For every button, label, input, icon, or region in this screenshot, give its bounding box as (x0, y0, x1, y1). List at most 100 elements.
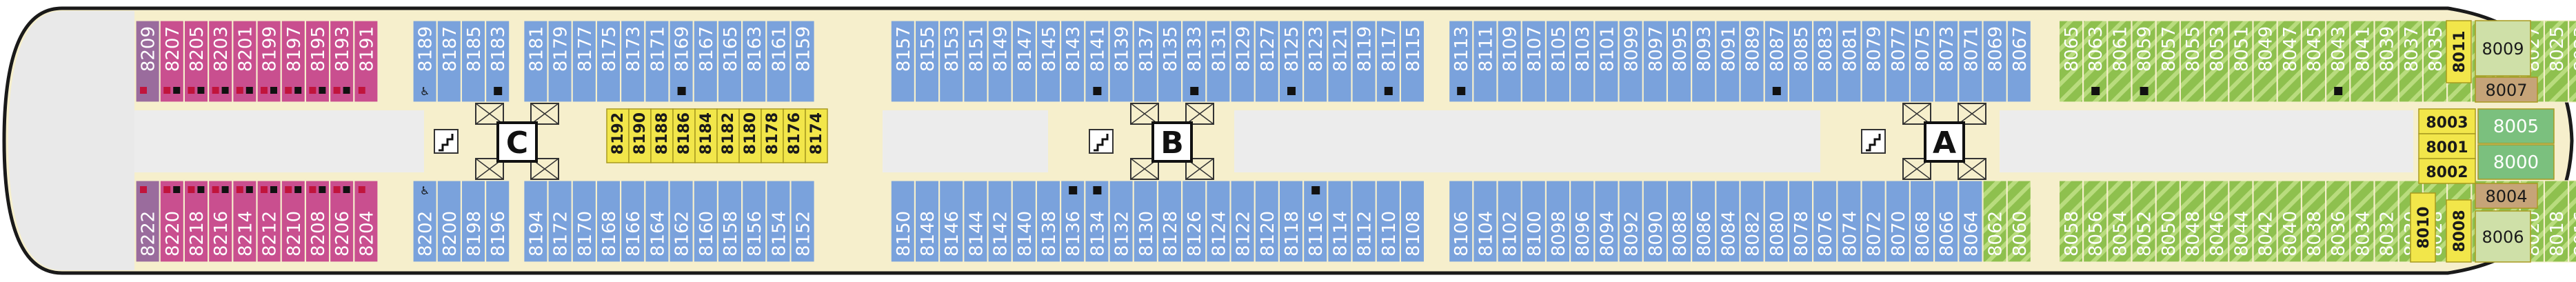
bottom-cabin-8036[interactable]: 8036 (2326, 180, 2351, 263)
top-cabin-8169[interactable]: 8169 (669, 20, 694, 103)
bottom-cabin-8058[interactable]: 8058 (2058, 180, 2084, 263)
bottom-cabin-8070[interactable]: 8070 (1885, 180, 1910, 263)
top-cabin-8141[interactable]: 8141 (1085, 20, 1109, 103)
bottom-cabin-8168[interactable]: 8168 (596, 180, 621, 263)
top-cabin-8079[interactable]: 8079 (1861, 20, 1886, 103)
top-cabin-8097[interactable]: 8097 (1642, 20, 1667, 103)
top-cabin-8095[interactable]: 8095 (1667, 20, 1692, 103)
bottom-cabin-8062[interactable]: 8062 (1982, 180, 2007, 263)
bottom-cabin-8206[interactable]: 8206 (330, 180, 354, 263)
top-cabin-8057[interactable]: 8057 (2155, 20, 2180, 103)
bottom-cabin-8074[interactable]: 8074 (1837, 180, 1862, 263)
bottom-cabin-8106[interactable]: 8106 (1449, 180, 1473, 263)
bottom-cabin-8152[interactable]: 8152 (790, 180, 815, 263)
bottom-cabin-8098[interactable]: 8098 (1545, 180, 1571, 263)
bottom-cabin-8202[interactable]: 8202♿ (412, 180, 437, 263)
bottom-cabin-8204[interactable]: 8204 (354, 180, 379, 263)
bottom-cabin-8212[interactable]: 8212 (256, 180, 281, 263)
bottom-cabin-8144[interactable]: 8144 (963, 180, 988, 263)
bottom-cabin-8124[interactable]: 8124 (1206, 180, 1231, 263)
bottom-cabin-8044[interactable]: 8044 (2228, 180, 2253, 263)
top-cabin-8035[interactable]: 8035 (2422, 20, 2448, 103)
bottom-cabin-8038[interactable]: 8038 (2301, 180, 2326, 263)
bottom-cabin-8120[interactable]: 8120 (1254, 180, 1279, 263)
bottom-cabin-8114[interactable]: 8114 (1327, 180, 1352, 263)
top-cabin-8107[interactable]: 8107 (1521, 20, 1546, 103)
top-cabin-8115[interactable]: 8115 (1400, 20, 1425, 103)
bottom-cabin-8128[interactable]: 8128 (1157, 180, 1183, 263)
stairwell-A[interactable]: A (1861, 103, 1986, 180)
bottom-cabin-8032[interactable]: 8032 (2374, 180, 2399, 263)
center-cabin-8192[interactable]: 8192 (606, 108, 630, 163)
top-cabin-8071[interactable]: 8071 (1958, 20, 1983, 103)
top-cabin-8077[interactable]: 8077 (1885, 20, 1910, 103)
bottom-cabin-8122[interactable]: 8122 (1230, 180, 1255, 263)
bottom-cabin-8100[interactable]: 8100 (1521, 180, 1546, 263)
top-cabin-8125[interactable]: 8125 (1278, 20, 1304, 103)
top-cabin-8131[interactable]: 8131 (1206, 20, 1231, 103)
bottom-cabin-8210[interactable]: 8210 (281, 180, 306, 263)
bottom-cabin-8220[interactable]: 8220 (159, 180, 184, 263)
top-cabin-8151[interactable]: 8151 (963, 20, 988, 103)
top-cabin-8197[interactable]: 8197 (281, 20, 306, 103)
bottom-cabin-8164[interactable]: 8164 (645, 180, 670, 263)
bottom-cabin-8208[interactable]: 8208 (305, 180, 330, 263)
bottom-cabin-8078[interactable]: 8078 (1788, 180, 1813, 263)
bottom-cabin-8218[interactable]: 8218 (183, 180, 209, 263)
top-cabin-8085[interactable]: 8085 (1788, 20, 1813, 103)
top-cabin-8061[interactable]: 8061 (2107, 20, 2132, 103)
top-cabin-8167[interactable]: 8167 (693, 20, 718, 103)
top-cabin-8081[interactable]: 8081 (1837, 20, 1862, 103)
top-cabin-8113[interactable]: 8113 (1449, 20, 1473, 103)
center-cabin-8174[interactable]: 8174 (805, 108, 828, 163)
bow-cabin-8010[interactable]: 8010 (2410, 192, 2436, 263)
stairwell-B[interactable]: B (1089, 103, 1214, 180)
top-cabin-8063[interactable]: 8063 (2083, 20, 2108, 103)
bottom-cabin-8052[interactable]: 8052 (2131, 180, 2156, 263)
bottom-cabin-8096[interactable]: 8096 (1570, 180, 1595, 263)
top-cabin-8149[interactable]: 8149 (987, 20, 1012, 103)
bottom-cabin-8146[interactable]: 8146 (938, 180, 964, 263)
top-cabin-8163[interactable]: 8163 (741, 20, 767, 103)
top-cabin-8023[interactable]: 8023 (2568, 20, 2576, 103)
top-cabin-8067[interactable]: 8067 (2006, 20, 2031, 103)
top-cabin-8049[interactable]: 8049 (2253, 20, 2277, 103)
bottom-cabin-8132[interactable]: 8132 (1109, 180, 1134, 263)
bottom-cabin-8162[interactable]: 8162 (669, 180, 694, 263)
top-cabin-8153[interactable]: 8153 (938, 20, 964, 103)
bottom-cabin-8126[interactable]: 8126 (1181, 180, 1207, 263)
top-cabin-8193[interactable]: 8193 (330, 20, 354, 103)
bottom-cabin-8094[interactable]: 8094 (1594, 180, 1619, 263)
top-cabin-8187[interactable]: 8187 (436, 20, 462, 103)
bottom-cabin-8068[interactable]: 8068 (1909, 180, 1935, 263)
top-cabin-8075[interactable]: 8075 (1909, 20, 1935, 103)
bottom-cabin-8080[interactable]: 8080 (1764, 180, 1789, 263)
top-cabin-8121[interactable]: 8121 (1327, 20, 1352, 103)
center-cabin-8178[interactable]: 8178 (761, 108, 784, 163)
top-cabin-8145[interactable]: 8145 (1036, 20, 1061, 103)
bottom-cabin-8086[interactable]: 8086 (1691, 180, 1716, 263)
bottom-cabin-8160[interactable]: 8160 (693, 180, 718, 263)
bow-cabin-8011[interactable]: 8011 (2446, 20, 2472, 83)
top-cabin-8111[interactable]: 8111 (1473, 20, 1498, 103)
bottom-cabin-8140[interactable]: 8140 (1012, 180, 1036, 263)
bottom-cabin-8016[interactable]: 8016 (2568, 180, 2576, 263)
top-cabin-8091[interactable]: 8091 (1715, 20, 1740, 103)
bottom-cabin-8194[interactable]: 8194 (523, 180, 548, 263)
top-cabin-8127[interactable]: 8127 (1254, 20, 1279, 103)
bottom-cabin-8056[interactable]: 8056 (2083, 180, 2108, 263)
bottom-cabin-8034[interactable]: 8034 (2350, 180, 2375, 263)
top-cabin-8181[interactable]: 8181 (523, 20, 548, 103)
bottom-cabin-8054[interactable]: 8054 (2107, 180, 2132, 263)
bottom-cabin-8112[interactable]: 8112 (1351, 180, 1376, 263)
top-cabin-8083[interactable]: 8083 (1813, 20, 1838, 103)
bow-cabin-8005[interactable]: 8005 (2477, 108, 2555, 144)
top-cabin-8191[interactable]: 8191 (354, 20, 379, 103)
bottom-cabin-8076[interactable]: 8076 (1813, 180, 1838, 263)
center-cabin-8180[interactable]: 8180 (738, 108, 762, 163)
top-cabin-8039[interactable]: 8039 (2374, 20, 2399, 103)
stairwell-C[interactable]: C (434, 103, 559, 180)
top-cabin-8041[interactable]: 8041 (2350, 20, 2375, 103)
bottom-cabin-8196[interactable]: 8196 (485, 180, 510, 263)
bottom-cabin-8088[interactable]: 8088 (1667, 180, 1692, 263)
